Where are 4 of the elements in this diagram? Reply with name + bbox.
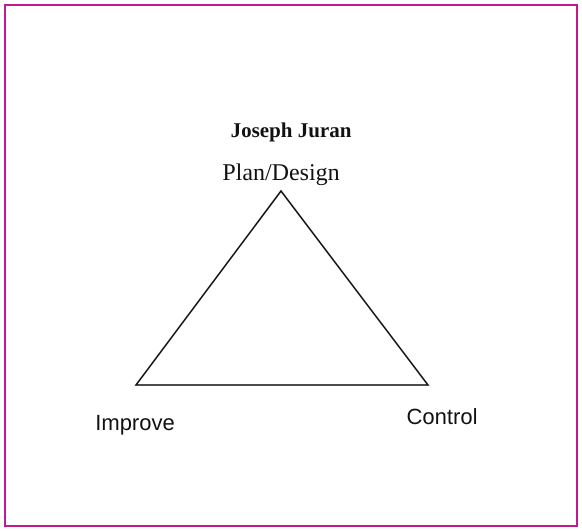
title: Joseph Juran	[230, 118, 352, 143]
vertex-label: Control	[406, 404, 478, 430]
vertex-label: Plan/Design	[222, 160, 340, 187]
vertex-label: Improve	[95, 410, 175, 436]
